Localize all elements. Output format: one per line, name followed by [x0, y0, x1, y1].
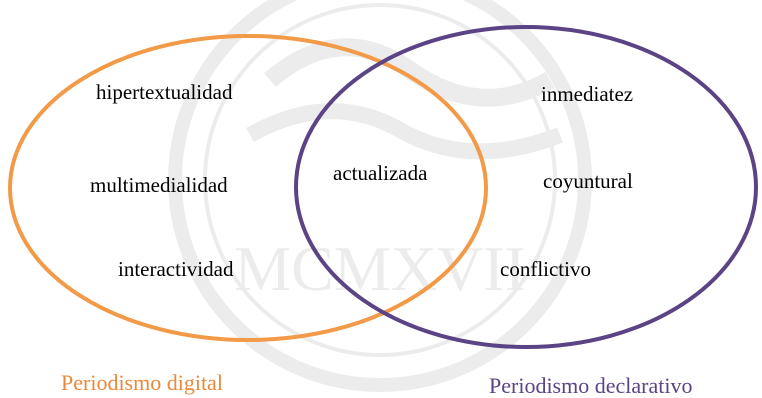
right-item-3: conflictivo [500, 257, 591, 281]
right-circle [294, 25, 758, 349]
left-circle [8, 34, 488, 342]
right-item-2: coyuntural [543, 169, 633, 193]
intersection-item: actualizada [333, 161, 428, 185]
left-item-2: multimedialidad [90, 173, 228, 197]
right-item-1: inmediatez [541, 82, 634, 106]
left-item-1: hipertextualidad [96, 80, 233, 104]
left-item-3: interactividad [118, 257, 234, 281]
left-set-caption: Periodismo digital [61, 370, 223, 395]
right-set-caption: Periodismo declarativo [489, 373, 693, 398]
